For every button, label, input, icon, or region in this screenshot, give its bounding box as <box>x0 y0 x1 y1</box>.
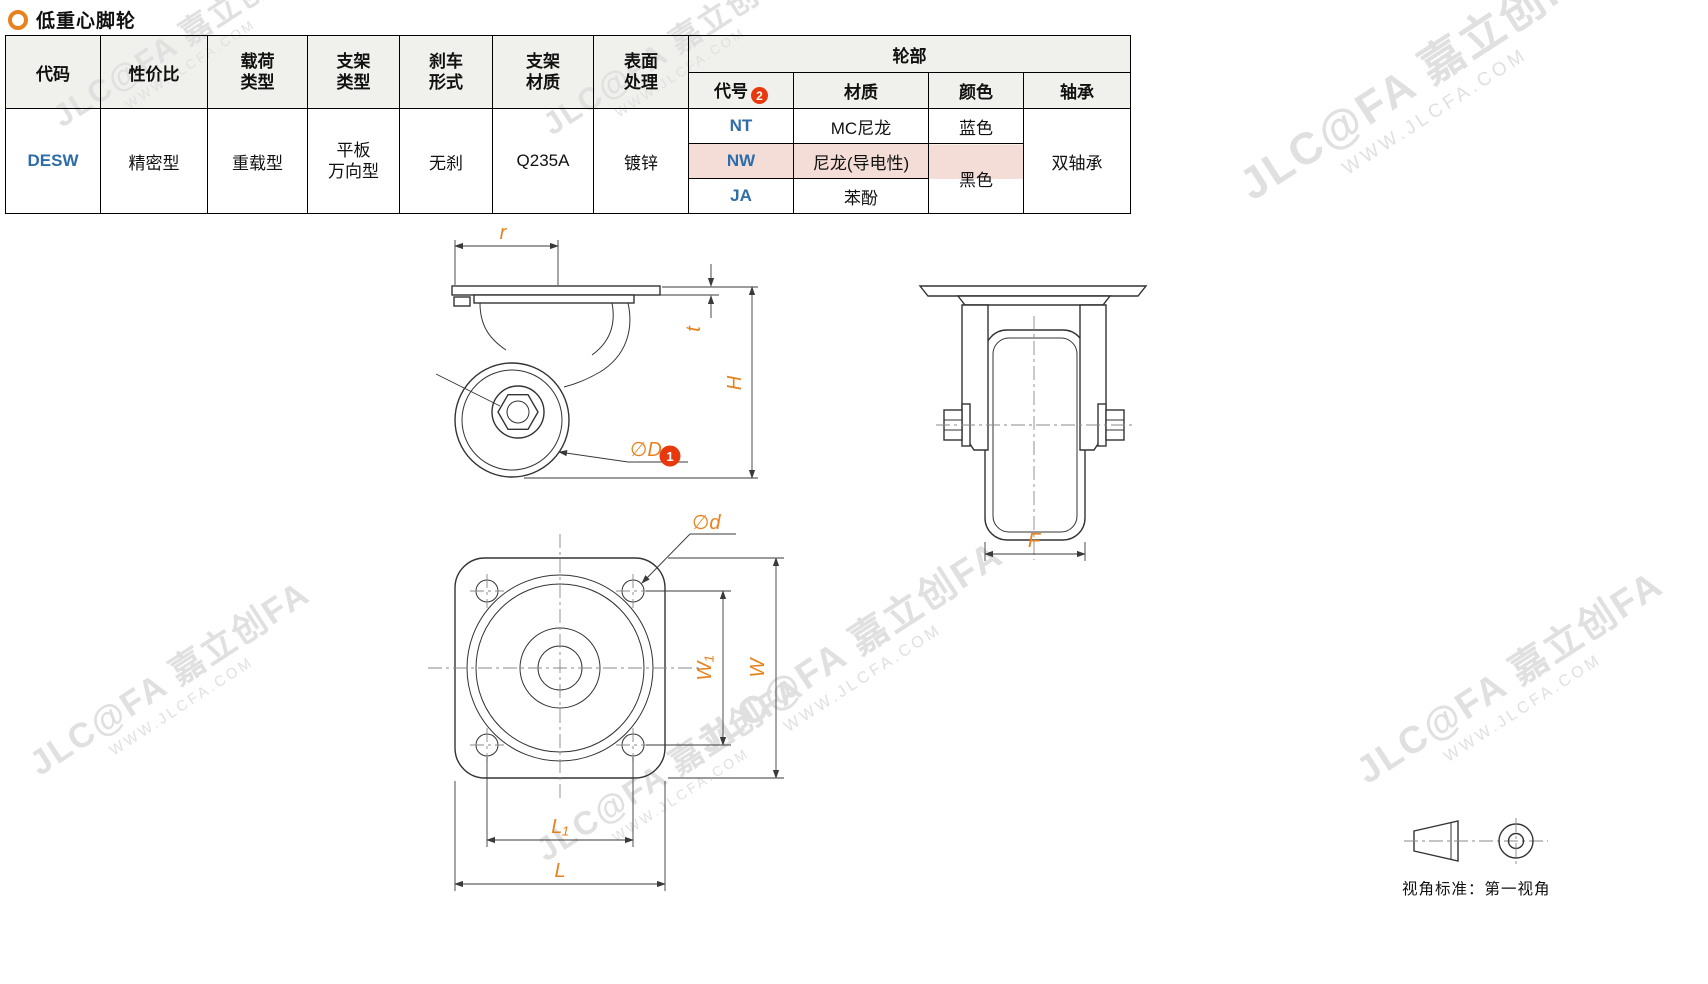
dim-label-r: r <box>500 222 508 244</box>
cell-wheel-material-ja: 苯酚 <box>793 178 929 214</box>
view-standard-note: 视角标准：第一视角 <box>1402 881 1551 898</box>
header-wheel-bearing: 轴承 <box>1023 72 1131 109</box>
section-bullet-icon <box>8 9 28 30</box>
cell-bearing: 双轴承 <box>1023 108 1131 214</box>
cell-brake-form: 无刹 <box>399 108 493 214</box>
dim-label-L: L <box>554 860 565 882</box>
cell-load-type: 重载型 <box>207 108 308 214</box>
header-cost-performance: 性价比 <box>100 35 208 109</box>
cell-wheel-color-nw-ja: 黑色 <box>928 143 1024 214</box>
page-title: 低重心脚轮 <box>36 11 137 32</box>
bottom-view-drawing <box>428 534 700 802</box>
dim-label-L1: L₁ <box>551 816 568 838</box>
dim-label-d: ∅d <box>692 512 721 534</box>
cell-wheel-code-nw: NW <box>688 143 794 179</box>
cell-wheel-material-nw: 尼龙(导电性) <box>793 143 929 179</box>
header-load-type: 载荷 类型 <box>207 35 308 109</box>
dim-label-W1: W₁ <box>694 655 716 680</box>
header-wheel-material: 材质 <box>793 72 929 109</box>
front-view-drawing <box>918 285 1148 560</box>
dim-label-H: H <box>724 375 746 390</box>
cell-code: DESW <box>5 108 101 214</box>
header-bracket-type: 支架 类型 <box>307 35 400 109</box>
header-wheel-color: 颜色 <box>928 72 1024 109</box>
header-wheel-code-label: 代号 <box>714 81 748 101</box>
wheel-code-badge: 2 <box>751 87 768 105</box>
cell-bracket-type: 平板 万向型 <box>307 108 400 214</box>
cell-bracket-material: Q235A <box>492 108 594 214</box>
header-surface-treatment: 表面 处理 <box>593 35 689 109</box>
cell-wheel-color-nt: 蓝色 <box>928 108 1024 144</box>
header-code: 代码 <box>5 35 101 109</box>
cell-surface-treatment: 镀锌 <box>593 108 689 214</box>
first-angle-symbol <box>1404 818 1548 864</box>
d-badge-circle <box>659 445 681 467</box>
dim-label-F: F <box>1028 530 1042 552</box>
dimension-annotations: r t H ∅D 1 F ∅d <box>454 222 1086 891</box>
header-bracket-material: 支架 材质 <box>492 35 594 109</box>
dim-label-W: W <box>747 656 769 677</box>
cell-wheel-code-nt: NT <box>688 108 794 144</box>
spec-table: 代码 性价比 载荷 类型 支架 类型 刹车 形式 支架 材质 表面 处理 轮部 … <box>5 35 1131 214</box>
cell-wheel-material-nt: MC尼龙 <box>793 108 929 144</box>
cell-wheel-code-ja: JA <box>688 178 794 214</box>
page-title-row: 低重心脚轮 <box>8 6 136 33</box>
dim-label-t: t <box>683 325 705 332</box>
header-brake-form: 刹车 形式 <box>399 35 493 109</box>
header-wheel-section: 轮部 <box>688 35 1131 73</box>
d-badge-number: 1 <box>666 449 673 464</box>
cell-cost-performance: 精密型 <box>100 108 208 214</box>
side-view-drawing <box>435 285 661 478</box>
dim-label-D: ∅D <box>630 439 662 461</box>
